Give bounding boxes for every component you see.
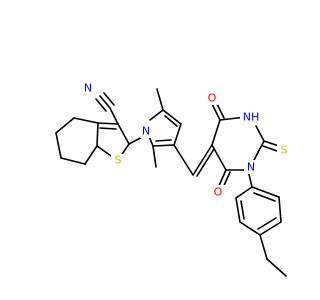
carbonyl-oxygen-bottom: O [211, 185, 225, 199]
thione-bond-1 [263, 140, 280, 147]
cyclohex-bond-1 [73, 117, 99, 124]
pyrrole-methyl-top [156, 88, 164, 111]
nitrile-bond-2 [95, 98, 107, 112]
cyclohex-bond-3 [55, 132, 62, 159]
thiophene-bond-2 [117, 123, 130, 145]
ethyl-bond-2 [266, 258, 287, 277]
pyrrole-methyl-bottom [152, 145, 157, 168]
thiophene-sulfur-label: S [115, 154, 122, 167]
phenyl-bond-6 [251, 186, 280, 198]
phenyl-bond-1 [235, 186, 253, 199]
pyrrole-nitrogen-label: N [142, 125, 150, 138]
thione-sulfur: S [277, 143, 291, 157]
thiophene-bond-4 [96, 122, 99, 147]
pyrimidine-bond-3 [255, 125, 265, 142]
nitrile-nitrogen: N [81, 81, 95, 95]
bridge-bond-2b [196, 148, 215, 177]
imide-nitrogen: N [244, 160, 258, 174]
pyrrole-bond-4 [152, 144, 175, 147]
pyrrole-bond-1 [149, 109, 164, 121]
nitrile-nitrogen-label: N [84, 82, 92, 95]
bridge-bond-1 [173, 144, 194, 176]
cyclohex-bond-4 [60, 157, 86, 165]
thiophene-bond-1 [97, 122, 119, 125]
pyrrole-bond-3 [173, 123, 182, 146]
thiophene-sulfur: S [111, 154, 125, 168]
carbonyl-oxygen-top-label: O [208, 92, 217, 105]
phenyl-bond-2b [240, 200, 245, 220]
phenyl-bond-4b [257, 217, 277, 230]
carbonyl-top-1 [211, 103, 221, 121]
thiophene-bond-1b [99, 127, 117, 130]
cyclohex-bond-2 [55, 117, 75, 134]
chemical-structure-diagram: N S N O NH S N O [55, 81, 291, 277]
phenyl-bond-5 [278, 196, 282, 223]
atom-label-layer: N S N O NH S N O [81, 81, 291, 199]
phenyl-bond-2 [235, 197, 241, 223]
amide-nh-label: NH [243, 111, 260, 124]
phenyl-bond-3 [239, 221, 261, 236]
thione-bond-2 [262, 145, 278, 152]
bridge-bond-2 [192, 144, 213, 176]
pyrimidine-bond-4 [252, 140, 265, 163]
nitrile-bond-1 [99, 95, 111, 109]
carbonyl-oxygen-bottom-label: O [214, 186, 223, 199]
thione-sulfur-label: S [281, 144, 288, 157]
pyrimidine-bond-1 [211, 119, 221, 146]
cyclohex-bond-5 [84, 145, 98, 165]
pyrrole-bond-4b [155, 139, 172, 142]
nitrile-bond-3 [103, 92, 115, 106]
phenyl-bond-6b [253, 192, 276, 202]
ethyl-bond-1 [259, 234, 268, 260]
nitrile-to-ring [109, 107, 119, 125]
pyrimidine-bond-6 [211, 144, 227, 171]
phenyl-bond-4 [259, 221, 282, 236]
pyrrole-nitrogen: N [140, 124, 154, 138]
imide-nitrogen-label: N [247, 161, 255, 174]
pyrrole-bond-2b [164, 115, 178, 127]
carbonyl-oxygen-top: O [205, 91, 219, 105]
pyrrole-bond-2 [162, 109, 182, 125]
amide-nh: NH [240, 110, 262, 124]
